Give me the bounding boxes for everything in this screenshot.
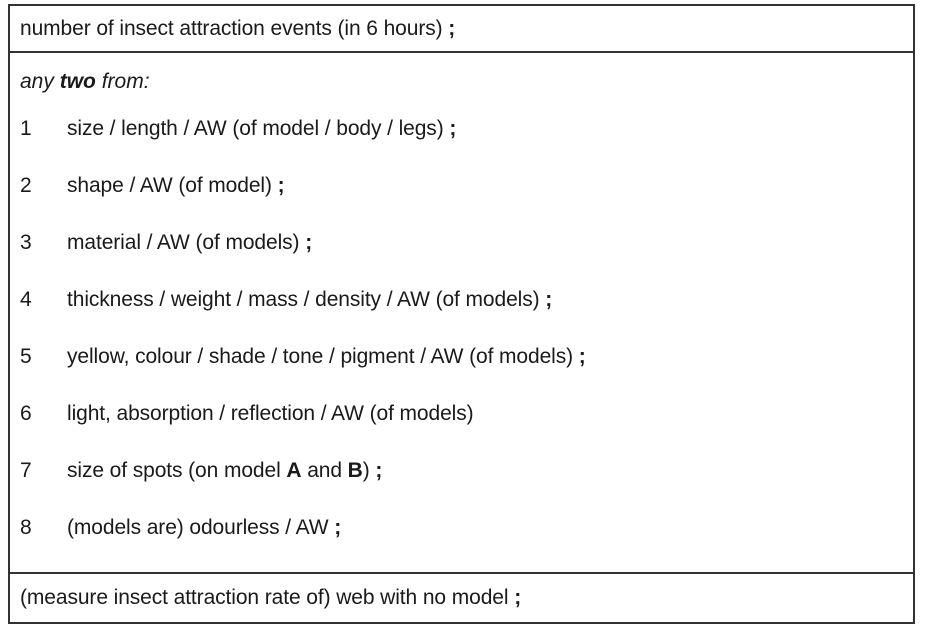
model-label-b: B [347,458,363,482]
list-item-terminator: ; [578,344,586,368]
lead-in-emphasis: two [59,69,96,93]
list-item-body: yellow, colour / shade / tone / pigment … [67,344,574,368]
list-item-number: 4 [20,287,32,311]
footer-statement-body: (measure insect attraction rate of) web … [20,586,509,610]
list-item-body: thickness / weight / mass / density / AW… [67,287,540,311]
list-item-body-between: and [301,458,348,482]
footer-statement-text: (measure insect attraction rate of) web … [20,585,521,610]
list-item-terminator: ; [449,116,457,140]
list-item-body: light, absorption / reflection / AW (of … [67,401,474,425]
list-item-terminator: ; [305,230,313,254]
list-item-text: thickness / weight / mass / density / AW… [67,287,913,312]
list-item: 4 thickness / weight / mass / density / … [20,287,913,344]
list-item-number: 3 [20,230,32,254]
list-item-text: shape / AW (of model) ; [67,173,913,198]
list-item-terminator: ; [334,515,342,539]
table-row-answer-options: any two from: 1 size / length / AW (of m… [10,53,913,574]
list-item-body: size / length / AW (of model / body / le… [67,116,444,140]
list-item-body-before: size of spots (on model [67,458,287,482]
answer-options-list: 1 size / length / AW (of model / body / … [20,116,913,572]
list-item: 3 material / AW (of models) ; [20,230,913,287]
header-statement-text: number of insect attraction events (in 6… [20,16,455,41]
header-statement-body: number of insect attraction events (in 6… [20,16,443,40]
list-item: 1 size / length / AW (of model / body / … [20,116,913,173]
list-item-number: 5 [20,344,32,368]
list-item-body: material / AW (of models) [67,230,300,254]
list-item-body: (models are) odourless / AW [67,515,329,539]
lead-in-prefix: any [20,69,60,93]
list-item: 2 shape / AW (of model) ; [20,173,913,230]
list-item-number: 1 [20,116,32,140]
footer-statement-terminator: ; [514,586,522,610]
list-item-number: 7 [20,458,32,482]
table-row-footer-statement: (measure insect attraction rate of) web … [10,574,913,622]
list-item: 5 yellow, colour / shade / tone / pigmen… [20,344,913,401]
model-label-a: A [286,458,302,482]
list-item-body: shape / AW (of model) [67,173,272,197]
table-row-header-statement: number of insect attraction events (in 6… [10,6,913,53]
list-item: 6 light, absorption / reflection / AW (o… [20,401,913,458]
list-item-number: 6 [20,401,32,425]
header-statement-terminator: ; [448,16,456,40]
list-item-text: size of spots (on model A and B) ; [67,458,913,483]
list-item-text: light, absorption / reflection / AW (of … [67,401,913,426]
list-item-text: size / length / AW (of model / body / le… [67,116,913,141]
list-item-terminator: ; [375,458,383,482]
list-item-terminator: ; [277,173,285,197]
lead-in-suffix: from: [95,69,150,93]
lead-in-text: any two from: [20,69,913,94]
list-item-terminator: ; [545,287,553,311]
list-item-number: 2 [20,173,32,197]
list-item-text: (models are) odourless / AW ; [67,515,913,540]
list-item-number: 8 [20,515,32,539]
list-item-body-after: ) [362,458,370,482]
list-item: 7 size of spots (on model A and B) ; [20,458,913,515]
list-item-text: yellow, colour / shade / tone / pigment … [67,344,913,369]
list-item-text: material / AW (of models) ; [67,230,913,255]
list-item: 8 (models are) odourless / AW ; [20,515,913,572]
answer-table: number of insect attraction events (in 6… [8,4,915,624]
